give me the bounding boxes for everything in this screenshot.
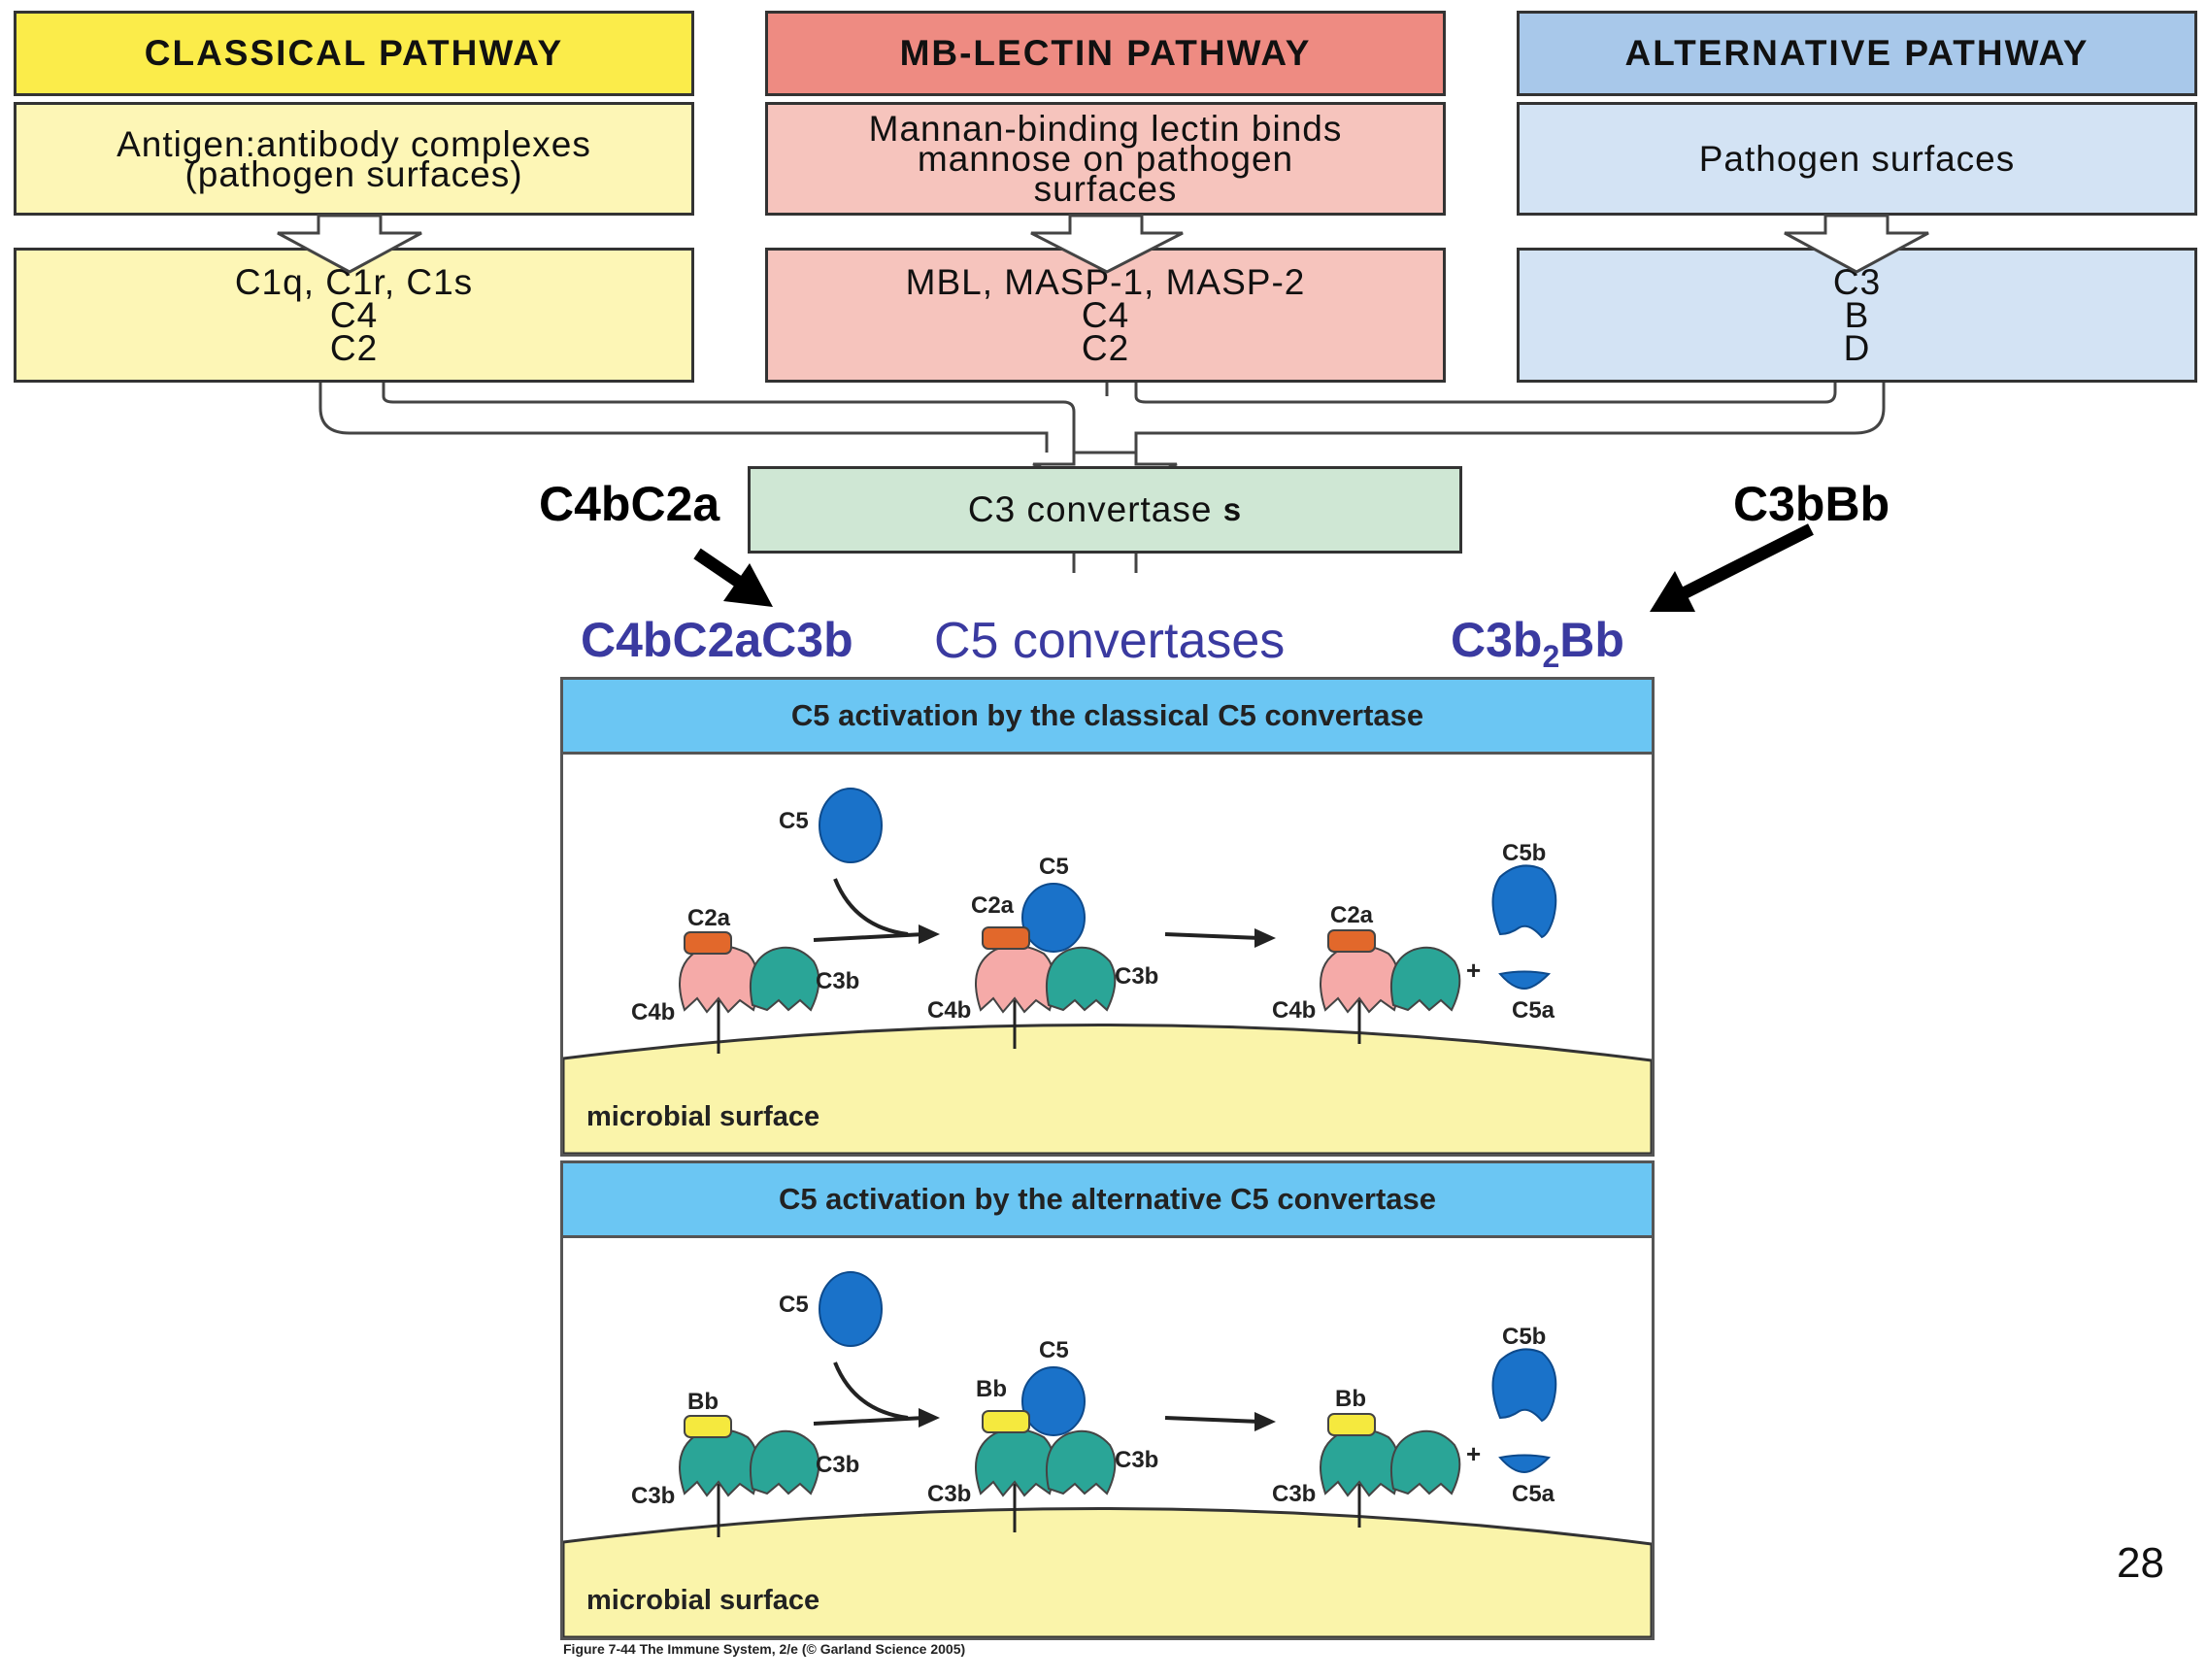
diagram-label: C4b <box>927 997 971 1024</box>
diagram-label: C2a <box>687 905 731 931</box>
c5b-fragment <box>1491 864 1557 939</box>
diagram-label: C4b <box>1272 997 1316 1024</box>
c3b-alt-1b <box>749 1429 820 1495</box>
page-number: 28 <box>2117 1539 2164 1587</box>
convertase-arrows <box>693 523 1814 612</box>
diagram-label: C3b <box>1115 963 1158 990</box>
c5b-fragment-2 <box>1491 1348 1557 1423</box>
c5-free-2 <box>819 1271 883 1347</box>
c2a-2 <box>982 926 1030 950</box>
classical-c3-convertase-label: C4bC2a <box>539 477 720 531</box>
classical-hollow-arrow <box>277 214 422 274</box>
c4b-2 <box>975 944 1055 1014</box>
c5-bound-2 <box>1021 1366 1086 1436</box>
classical-pathway-header: CLASSICAL PATHWAY <box>14 11 694 96</box>
c5-free-label: C5 <box>779 808 809 834</box>
alternative-surface-label: microbial surface <box>586 1585 820 1616</box>
diagram-label: C2a <box>971 892 1015 919</box>
c2a-1 <box>684 931 732 955</box>
alternative-pathway-header: ALTERNATIVE PATHWAY <box>1517 11 2197 96</box>
c3b-1 <box>749 946 820 1012</box>
alternative-c5-panel: C5 activation by the alternative C5 conv… <box>560 1160 1655 1640</box>
c5-free <box>819 788 883 863</box>
pathway-connectors <box>277 214 1929 573</box>
c3b-alt-3a <box>1320 1428 1400 1497</box>
mb-lectin-pathway-header: MB-LECTIN PATHWAY <box>765 11 1446 96</box>
diagram-label: Bb <box>976 1376 1007 1402</box>
diagram-label: C5a <box>1512 997 1555 1024</box>
c5-bound <box>1021 883 1086 953</box>
c3b-2 <box>1045 946 1117 1012</box>
alternative-c5-convertase-label: C3b2Bb <box>1451 612 1624 675</box>
microbial-surface <box>563 1024 1652 1154</box>
classical-c5-convertase-label: C4bC2aC3b <box>581 613 853 667</box>
c3b-alt-2b <box>1045 1429 1117 1495</box>
mb-lectin-pathway-trigger: Mannan-binding lectin binds mannose on p… <box>765 102 1446 216</box>
figure-caption: Figure 7-44 The Immune System, 2/e (© Ga… <box>563 1641 966 1657</box>
diagram-label: C3b <box>816 968 859 994</box>
c4b-3 <box>1320 944 1400 1014</box>
c3b-3 <box>1389 946 1461 1012</box>
diagram-label: + <box>1466 956 1481 985</box>
diagram-label: C5a <box>1512 1481 1555 1507</box>
diagram-label: C2a <box>1330 902 1374 928</box>
c5a-fragment <box>1498 970 1552 991</box>
diagram-label: C5 <box>779 1292 809 1318</box>
diagram-label: Bb <box>687 1389 719 1415</box>
alt-c5-label-end: Bb <box>1559 613 1624 667</box>
classical-surface-label: microbial surface <box>586 1101 820 1132</box>
c5-convertases-label: C5 convertases <box>934 613 1286 669</box>
bb-3 <box>1327 1413 1376 1436</box>
diagram-label: C5 <box>1039 854 1069 880</box>
alternative-arrow <box>1650 523 1814 612</box>
classical-c5-panel: C5 activation by the classical C5 conver… <box>560 677 1655 1157</box>
diagram-label: C3b <box>1272 1481 1316 1507</box>
alternative-pathway-trigger: Pathogen surfaces <box>1517 102 2197 216</box>
alternative-hollow-arrow <box>1784 214 1929 274</box>
diagram-label: C3b <box>1115 1447 1158 1473</box>
alternative-panel-title: C5 activation by the alternative C5 conv… <box>563 1163 1652 1238</box>
c3b-alt-3b <box>1389 1429 1461 1495</box>
bb-1 <box>684 1415 732 1438</box>
c5a-fragment-2 <box>1498 1454 1552 1474</box>
diagram-label: C4b <box>631 999 675 1025</box>
diagram-label: C3b <box>631 1483 675 1509</box>
classical-panel-diagram: C5 C2a C4b C3b C5 C2a C4b C3b C2a C4b + <box>563 788 1652 1154</box>
c3-convertase-suffix: s <box>1222 491 1243 527</box>
alt-c5-label-subscript: 2 <box>1542 639 1560 674</box>
classical-arrow <box>693 548 773 607</box>
classical-panel-title: C5 activation by the classical C5 conver… <box>563 680 1652 755</box>
alt-c5-label-main: C3b <box>1451 613 1543 667</box>
bb-2 <box>982 1410 1030 1433</box>
diagram-label: C5b <box>1502 1324 1546 1350</box>
alternative-c3-convertase-label: C3bBb <box>1733 477 1890 531</box>
diagram-label: C3b <box>816 1452 859 1478</box>
c2a-3 <box>1327 929 1376 953</box>
alternative-panel-diagram: C5 Bb C3b C3b C5 Bb C3b C3b Bb C3b + <box>563 1271 1652 1637</box>
diagram-label: C3b <box>927 1481 971 1507</box>
c3-convertase-label: C3 convertase <box>967 489 1213 529</box>
microbial-surface-2 <box>563 1507 1652 1637</box>
diagram-label: + <box>1466 1439 1481 1468</box>
diagram-label: C5b <box>1502 840 1546 866</box>
c3b-alt-1a <box>679 1428 759 1497</box>
diagram-label: C5 <box>1039 1337 1069 1363</box>
c3b-alt-2a <box>975 1428 1055 1497</box>
c3-convertase-box: C3 convertase s <box>748 466 1462 554</box>
diagram-label: Bb <box>1335 1386 1366 1412</box>
c4b-1 <box>679 944 759 1014</box>
mb-lectin-hollow-arrow <box>1030 214 1184 274</box>
